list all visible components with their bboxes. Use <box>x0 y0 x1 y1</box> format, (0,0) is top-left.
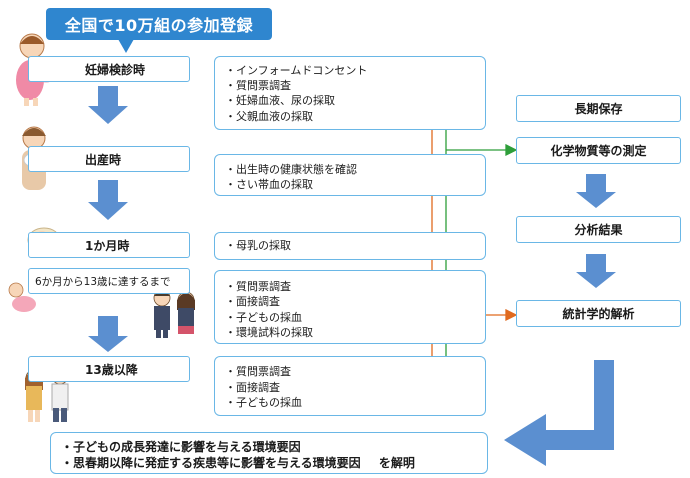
registration-banner: 全国で10万組の参加登録 <box>46 8 272 40</box>
conclusion-box: ・子どもの成長発達に影響を与える環境要因 ・思春期以降に発症する疾患等に影響を与… <box>50 432 488 474</box>
stage-six-months-to-thirteen: 6か月から13歳に達するまで <box>28 268 190 294</box>
conclusion-line-2: ・思春期以降に発症する疾患等に影響を与える環境要因 を解明 <box>61 455 487 471</box>
group-item: ・質問票調査 <box>225 79 291 92</box>
group-item: ・面接調査 <box>225 381 280 394</box>
group-item: ・母乳の採取 <box>225 239 291 252</box>
statistical-analysis-box: 統計学的解析 <box>516 300 681 327</box>
return-arrow <box>504 360 614 466</box>
chemical-measurement-box: 化学物質等の測定 <box>516 137 681 164</box>
stage-thirteen-and-over: 13歳以降 <box>28 356 190 382</box>
group-item: ・父親血液の採取 <box>225 110 313 123</box>
birth-activities-group: ・出生時の健康状態を確認 ・さい帯血の採取 <box>214 154 486 196</box>
group-item: ・質問票調査 <box>225 280 291 293</box>
group-item: ・質問票調査 <box>225 365 291 378</box>
one-month-activities-group: ・母乳の採取 <box>214 232 486 260</box>
conclusion-line-2-text: ・思春期以降に発症する疾患等に影響を与える環境要因 <box>61 456 361 470</box>
group-item: ・出生時の健康状態を確認 <box>225 163 357 176</box>
analysis-results-box: 分析結果 <box>516 216 681 243</box>
group-item: ・面接調査 <box>225 295 280 308</box>
conclusion-line-1: ・子どもの成長発達に影響を与える環境要因 <box>61 440 301 454</box>
schoolchildren-figure <box>153 289 195 338</box>
left-flow-arrows <box>88 86 128 352</box>
conclusion-suffix: を解明 <box>378 456 415 470</box>
prenatal-activities-group: ・インフォームドコンセント ・質問票調査 ・妊婦血液、尿の採取 ・父親血液の採取 <box>214 56 486 130</box>
group-item: ・インフォームドコンセント <box>225 64 368 77</box>
adolescent-activities-group: ・質問票調査 ・面接調査 ・子どもの採血 <box>214 356 486 416</box>
infant-figure <box>8 282 36 312</box>
group-item: ・子どもの採血 <box>225 311 302 324</box>
long-term-storage-box: 長期保存 <box>516 95 681 122</box>
stage-one-month: 1か月時 <box>28 232 190 258</box>
group-item: ・子どもの採血 <box>225 396 302 409</box>
group-item: ・環境試料の採取 <box>225 326 313 339</box>
right-flow-arrows <box>576 174 616 288</box>
group-item: ・さい帯血の採取 <box>225 178 313 191</box>
stage-birth: 出産時 <box>28 146 190 172</box>
group-item: ・妊婦血液、尿の採取 <box>225 94 335 107</box>
childhood-activities-group: ・質問票調査 ・面接調査 ・子どもの採血 ・環境試料の採取 <box>214 270 486 344</box>
stage-prenatal-checkup: 妊婦検診時 <box>28 56 190 82</box>
banner-pointer <box>118 39 134 53</box>
